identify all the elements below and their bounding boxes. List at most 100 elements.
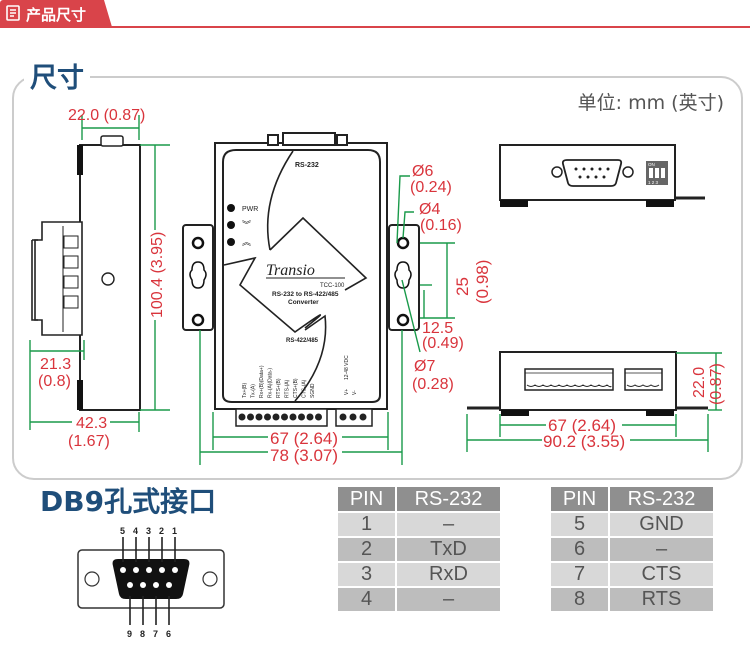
model-label: TCC-100 [320, 283, 345, 289]
spacing-line2: (0.98) [473, 260, 492, 304]
terminal-screw [339, 413, 347, 421]
db9-bottom-pin-number: 8 [140, 629, 145, 639]
terminal-plug-power [624, 368, 663, 391]
side-view: 22.0 (0.87) 100.4 (3.95) 21.3 (0.8) 42.3… [29, 107, 170, 450]
power-v-plus: V+ [344, 389, 350, 395]
rs232-label: RS-232 [295, 162, 319, 169]
led-pwr [227, 204, 235, 212]
spacing-line1: 25 [453, 277, 472, 296]
section-tab: 产品尺寸 [0, 0, 112, 27]
din-depth-line2: (0.8) [38, 373, 71, 390]
d7-line2: (0.28) [412, 376, 454, 393]
db9-top-pin-number: 4 [133, 526, 138, 536]
d6-line1: Ø6 [412, 163, 433, 180]
db9-top-pin-number: 5 [120, 526, 125, 536]
db9-top-pin-number: 2 [159, 526, 164, 536]
table-row: 4– [336, 586, 502, 613]
pin-header: PIN [336, 485, 397, 513]
signal-cell: GND [608, 511, 715, 538]
dimensions-frame [12, 76, 743, 480]
front-outer-width: 78 (3.07) [270, 446, 338, 465]
power-v-minus: V- [352, 390, 358, 395]
terminal-screw [306, 413, 314, 421]
db9-title: DB9孔式接口 [40, 485, 217, 518]
db9-pin-hole [146, 567, 152, 573]
header-divider [0, 26, 750, 28]
dimensions-title: 尺寸 [24, 56, 90, 95]
signal-cell: CTS [608, 561, 715, 588]
terminal-screw [298, 413, 305, 421]
db9-screw-left [84, 571, 100, 587]
signal-cell: – [608, 536, 715, 563]
terminal-labels: Tx+(B)Tx-(A)Rx+(B)(Data+)Rx-(A)(Data-)RT… [242, 365, 316, 398]
d6-line2: (0.24) [410, 179, 452, 196]
power-spec: 12-48 VDC [344, 355, 350, 380]
d4-line1: Ø4 [419, 201, 440, 218]
dip-on-label: ON [648, 162, 655, 167]
terminal-label: CTS+(B) [293, 378, 299, 398]
db9-port-view [561, 159, 623, 187]
db9-face [112, 559, 190, 599]
top-view: ON 1 2 3 [499, 144, 705, 207]
side-foot-bottom [77, 380, 83, 410]
bottom-inner-width: 67 (2.64) [548, 416, 616, 435]
db9-pin-hole [172, 567, 178, 573]
db9-top-pin-number: 1 [172, 526, 177, 536]
db9-pin-hole [133, 567, 139, 573]
signal-header: RS-232 [608, 485, 715, 513]
terminal-screw [289, 413, 297, 421]
terminal-screw [315, 413, 322, 421]
total-depth-line1: 42.3 [76, 415, 107, 432]
side-foot-top [77, 145, 83, 175]
terminal-label: Tx+(B) [242, 383, 248, 398]
led-tx [227, 221, 235, 229]
terminal-label: RTS+(B) [276, 378, 282, 398]
pin-cell: 6 [549, 536, 610, 563]
pin-cell: 3 [336, 561, 397, 588]
terminal-screw [247, 413, 254, 421]
signal-cell: TxD [395, 536, 502, 563]
terminal-screw [255, 413, 263, 421]
document-icon [6, 5, 20, 21]
db9-port-top [282, 132, 336, 146]
terminal-screw [238, 413, 246, 421]
bottom-height-line1: 22.0 [691, 367, 708, 398]
bottom-outer-width: 90.2 (3.55) [543, 432, 625, 451]
tab-label: 产品尺寸 [26, 6, 87, 24]
db9-pin-hole [140, 582, 146, 588]
d7-line1: Ø7 [414, 358, 435, 375]
terminal-label: RTS-(A) [285, 379, 291, 398]
signal-header: RS-232 [395, 485, 502, 513]
terminal-screw [349, 413, 357, 421]
offset-line1: 12.5 [422, 320, 453, 337]
din-rail-clip [34, 221, 83, 336]
signal-cell: RxD [395, 561, 502, 588]
db9-top-pin-number: 3 [146, 526, 151, 536]
offset-line2: (0.49) [422, 335, 464, 352]
side-screw [101, 272, 115, 286]
pin-cell: 5 [549, 511, 610, 538]
desc-line2: Converter [288, 299, 319, 306]
side-connector [100, 135, 124, 147]
table-row: 6– [549, 536, 715, 563]
db9-screw-right [202, 571, 218, 587]
terminal-label: Rx-(A)(Data-) [268, 368, 274, 398]
front-inner-width: 67 (2.64) [270, 429, 338, 448]
pin-cell: 7 [549, 561, 610, 588]
terminal-label: SGND [310, 383, 316, 398]
db9-bottom-pin-number: 7 [153, 629, 158, 639]
side-height-label: 100.4 (3.95) [149, 232, 166, 318]
pin-cell: 2 [336, 536, 397, 563]
rx-arrow-icon: ︽ [242, 237, 251, 247]
db9-bottom-pin-number: 9 [127, 629, 132, 639]
terminal-label: Tx-(A) [251, 384, 257, 398]
db9-pin-hole [159, 567, 165, 573]
signal-cell: – [395, 511, 502, 538]
